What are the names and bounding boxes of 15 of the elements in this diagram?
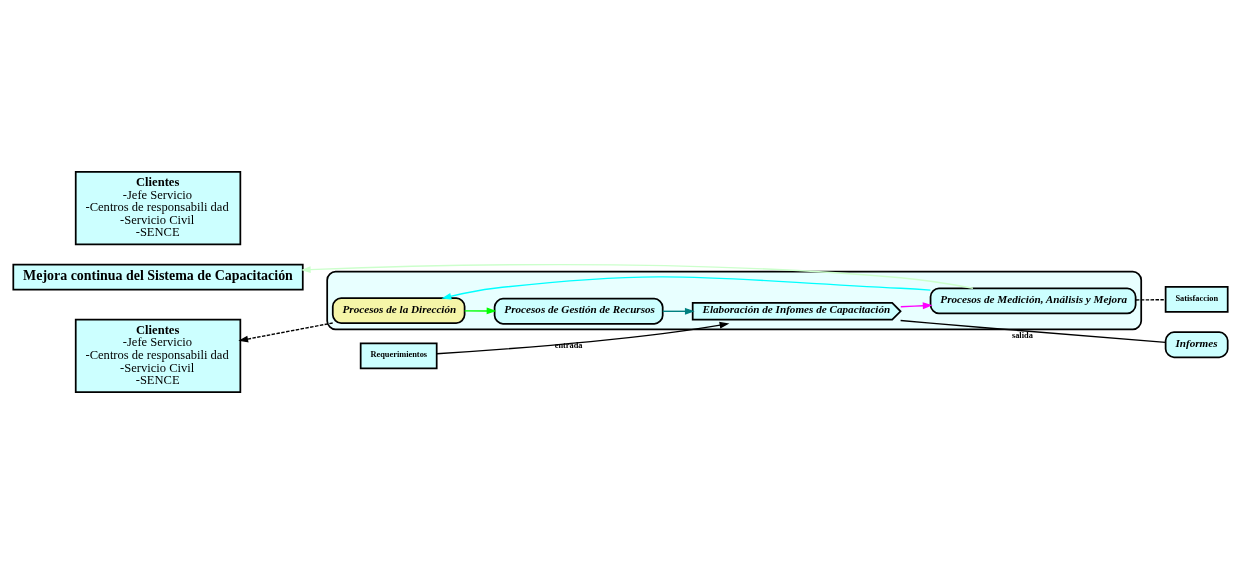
node-box: Mejora continua del Sistema de Capacitación [12,263,304,291]
connector [899,319,1167,343]
connector [1135,298,1167,301]
arrow [436,321,730,354]
node-box: Informes [1164,330,1229,358]
arrow [463,307,497,314]
node-box: Procesos de Gestión de Recursos [493,297,664,325]
node-box: Procesos de la Dirección [331,296,466,324]
arrow [441,275,932,300]
arrow [662,307,695,315]
node-box: Clientes -Jefe Servicio -Centros de responsabili dad -Servicio Civil -SENCE [74,318,242,393]
node-box: Clientes -Jefe Servicio -Centros de responsabili dad -Servicio Civil -SENCE [74,170,242,245]
arrow [900,301,933,309]
arrow [238,321,334,342]
node-box: Procesos de Medición, Análisis y Mejora [929,286,1137,314]
